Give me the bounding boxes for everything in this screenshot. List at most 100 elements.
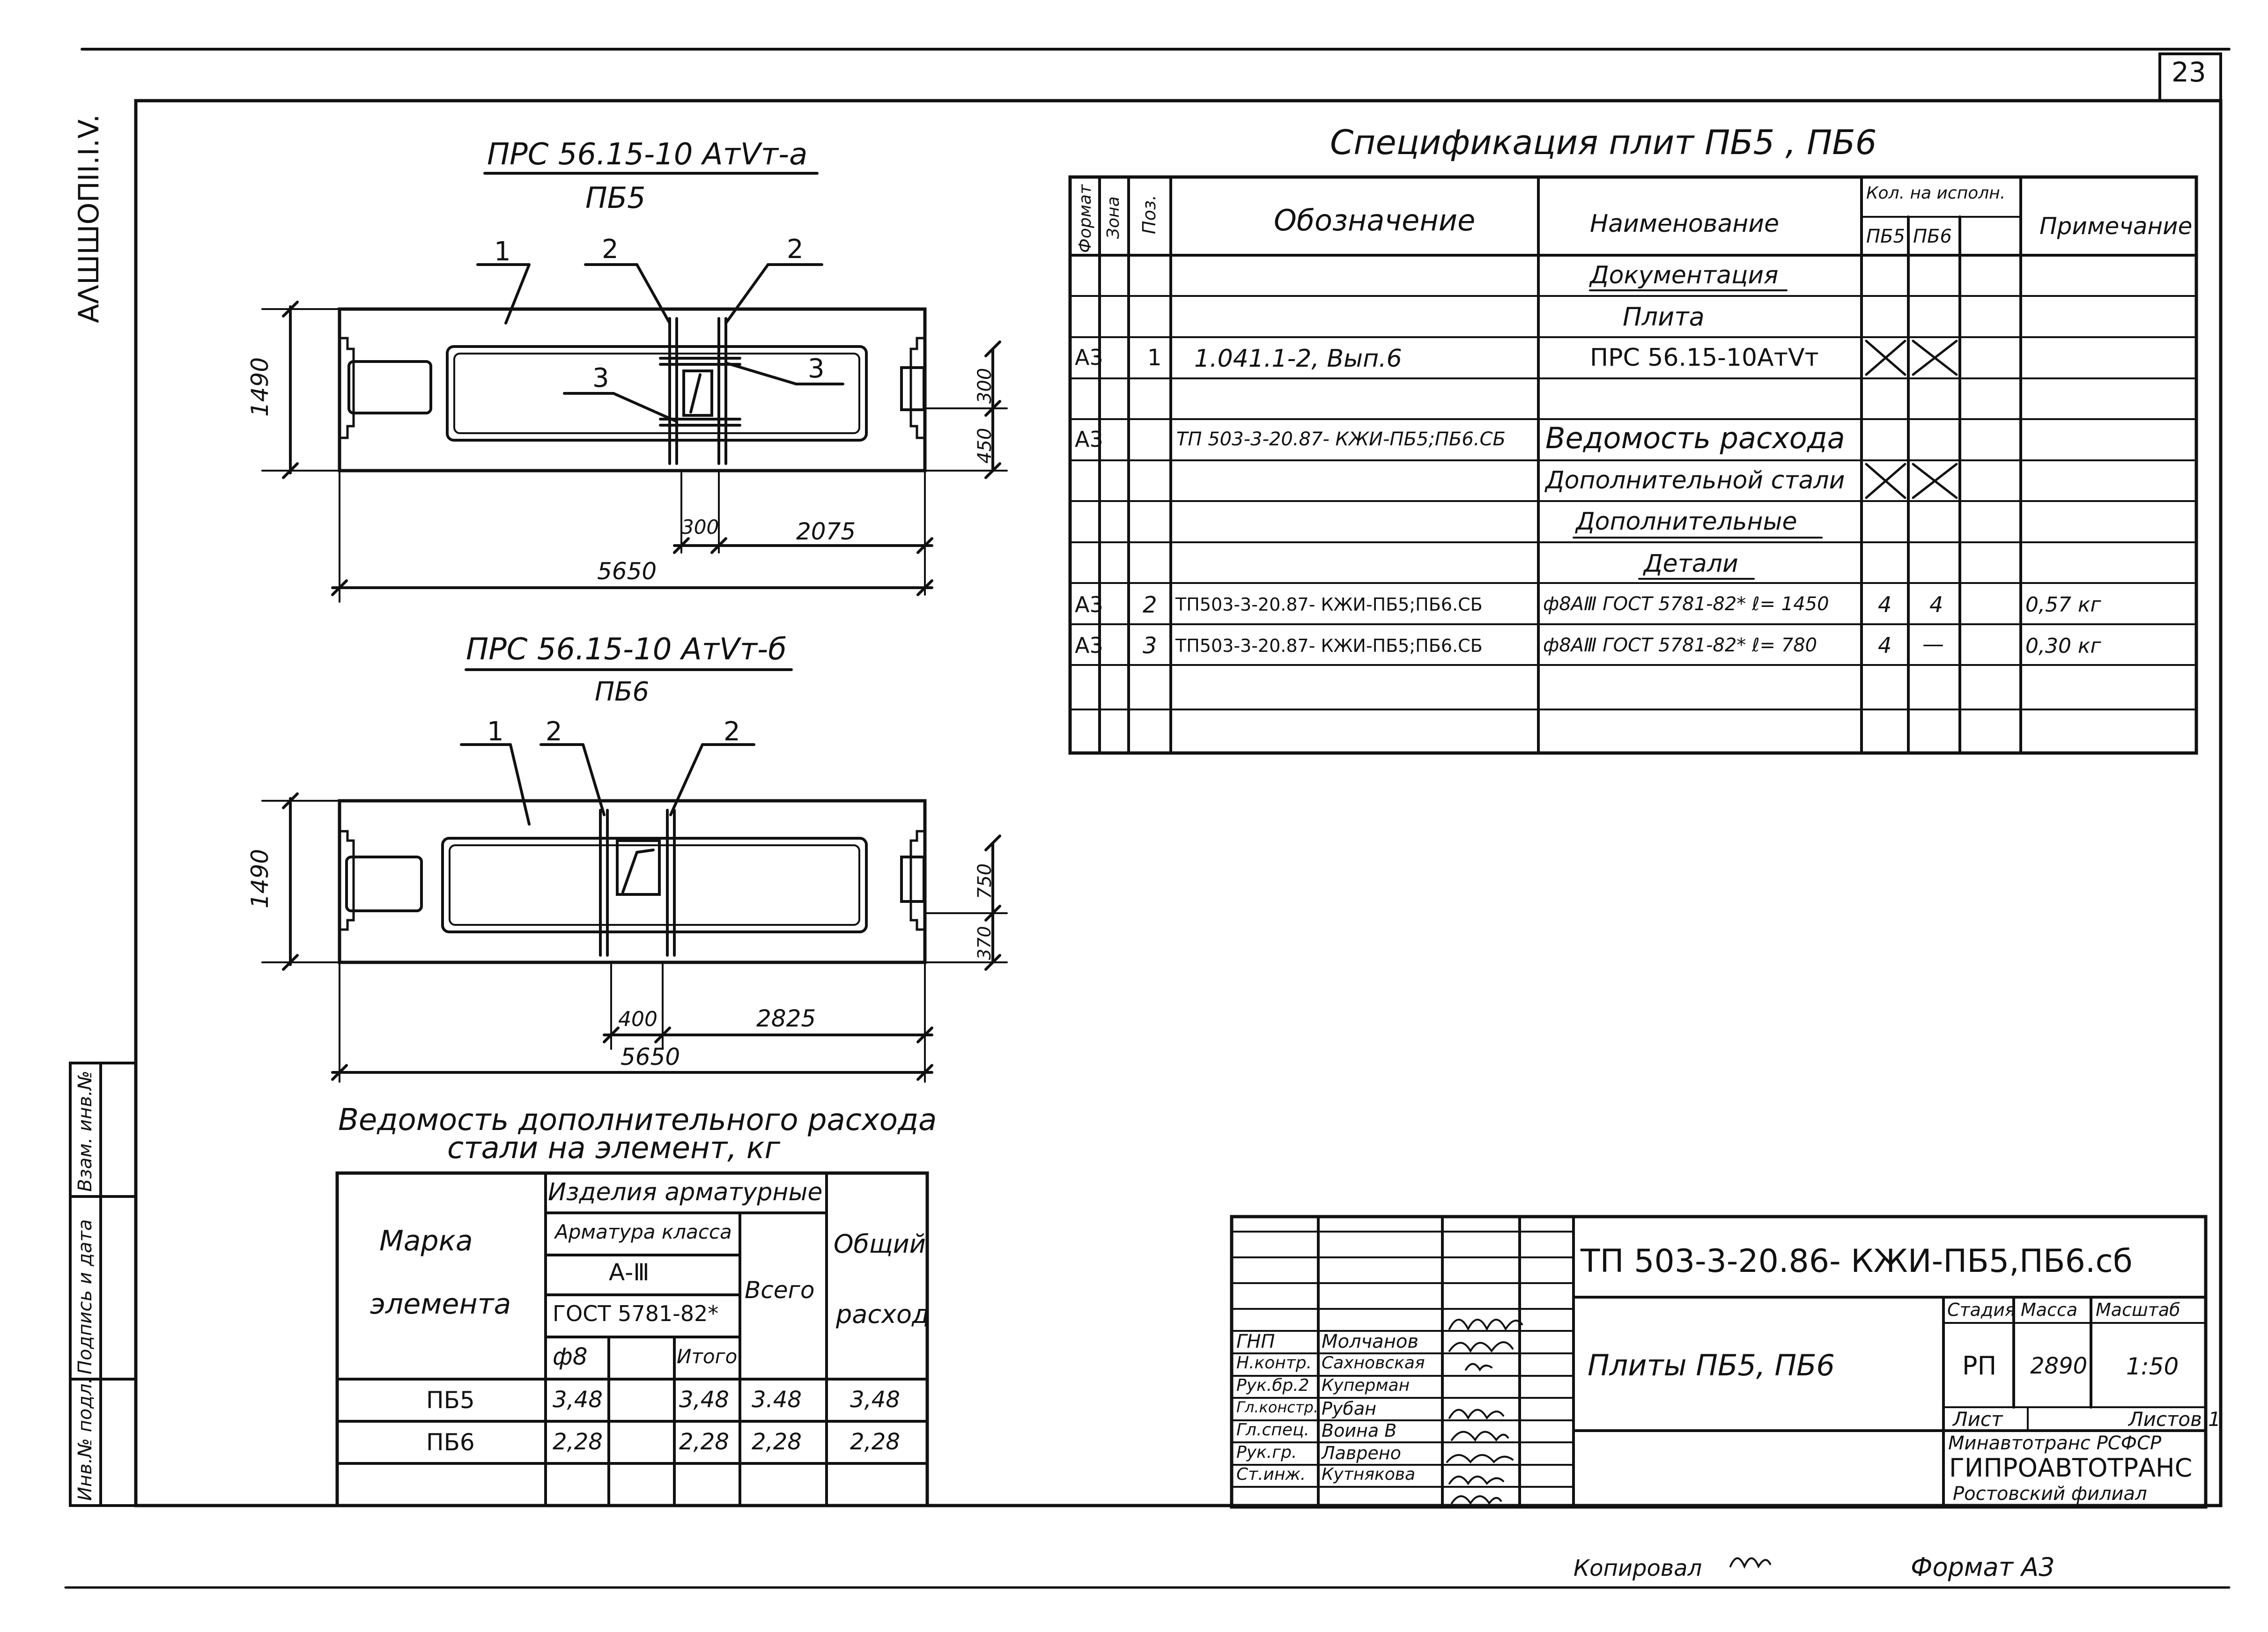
spec-row-9-note: 0,57 кг: [2025, 593, 2101, 617]
stamp-name-5: Воина В: [1322, 1420, 1397, 1441]
pb6-callout-2-left: 2: [546, 716, 562, 747]
spec-row-9-format: А3: [1075, 592, 1103, 617]
page-number: 23: [2172, 56, 2206, 88]
stamp-org-ministry: Минавтотранс РСФСР: [1948, 1433, 2162, 1454]
steel-header-class: Арматура класса: [555, 1220, 732, 1243]
spec-row-5-designation: ТП 503-3-20.87- КЖИ-ПБ5;ПБ6.СБ: [1176, 428, 1506, 450]
pb5-callout-3-right: 3: [808, 354, 825, 384]
steel-row-1-itogo: 3,48: [679, 1387, 729, 1413]
spec-row-9-designation: ТП503-3-20.87- КЖИ-ПБ5;ПБ6.СБ: [1175, 594, 1483, 615]
pb6-dim-right-bottom: 370: [974, 926, 995, 960]
spec-row-10-name: ф8АⅢ ГОСТ 5781-82* ℓ= 780: [1543, 635, 1817, 656]
spec-row-3-pos: 1: [1147, 345, 1162, 371]
spec-table-grid: [1068, 175, 2198, 755]
spec-row-8-name: Детали: [1644, 550, 1738, 578]
stamp-document-code: ТП 503-3-20.86- КЖИ-ПБ5,ПБ6.сб: [1581, 1243, 2133, 1280]
stamp-sheets-label: Листов 1: [2128, 1408, 2221, 1431]
stamp-name-7: Кутнякова: [1322, 1465, 1416, 1484]
steel-header-products: Изделия арматурные: [548, 1178, 823, 1206]
spec-header-qty-pb6: ПБ6: [1913, 226, 1952, 247]
stamp-role-4: Гл.констр.: [1236, 1398, 1318, 1416]
steel-row-2-vsego: 2,28: [752, 1429, 802, 1455]
signature-scribbles: [1446, 1319, 1771, 1569]
pb5-callout-2-right: 2: [787, 234, 804, 265]
pb5-drawing-subtitle: ПБ5: [585, 181, 646, 215]
pb5-callout-2-left: 2: [602, 234, 619, 265]
slab-pb5-drawing: [261, 172, 1008, 603]
steel-header-mark-2: элемента: [370, 1288, 511, 1321]
spec-row-10-designation: ТП503-3-20.87- КЖИ-ПБ5;ПБ6.СБ: [1175, 635, 1483, 656]
pb6-callout-2-right: 2: [724, 716, 740, 747]
spec-header-pos: Поз.: [1139, 194, 1160, 234]
pb6-dim-2825: 2825: [756, 1005, 816, 1032]
pb5-dim-height: 1490: [246, 357, 273, 417]
spec-header-note: Примечание: [2039, 213, 2193, 240]
steel-row-2-phi: 2,28: [553, 1429, 603, 1455]
pb6-dim-400: 400: [618, 1007, 657, 1031]
stamp-name-2: Сахновская: [1322, 1353, 1425, 1373]
spec-row-9-qty-pb6: 4: [1929, 592, 1943, 617]
steel-header-total-2: расход: [836, 1300, 930, 1329]
steel-row-1-vsego: 3.48: [752, 1387, 802, 1413]
stamp-org-name: ГИПРОАВТОТРАНС: [1949, 1453, 2193, 1483]
spec-header-designation: Обозначение: [1274, 203, 1476, 237]
stamp-role-6: Рук.гр.: [1236, 1443, 1297, 1462]
spec-row-2-name: Плита: [1623, 302, 1705, 332]
pb6-drawing-title: ПРС 56.15-10 АтⅤт-б: [466, 632, 787, 667]
steel-title-line2: стали на элемент, кг: [447, 1131, 781, 1166]
stamp-name-1: Молчанов: [1322, 1331, 1418, 1352]
spec-row-1-name: Документация: [1590, 261, 1779, 289]
steel-header-mark-1: Марка: [379, 1225, 473, 1257]
stamp-role-3: Рук.бр.2: [1236, 1376, 1309, 1395]
pb5-callout-1: 1: [494, 236, 511, 267]
pb6-dim-length: 5650: [621, 1043, 680, 1071]
spec-row-6-name: Дополнительной стали: [1545, 466, 1845, 495]
pb6-dim-right-top: 750: [974, 863, 996, 899]
steel-header-total-1: Общий: [834, 1229, 926, 1259]
spec-header-zone: Зона: [1104, 196, 1123, 239]
stamp-mass-label: Масса: [2021, 1300, 2078, 1320]
stamp-role-7: Ст.инж.: [1236, 1465, 1306, 1484]
steel-header-vsego: Всего: [745, 1277, 815, 1304]
steel-header-phi: ф8: [553, 1343, 588, 1370]
stamp-mass: 2890: [2030, 1353, 2088, 1379]
left-vertical-code: ΑΛШШΟΠΙΙ.Ι.V.: [73, 114, 105, 323]
spec-header-qty: Кол. на исполн.: [1866, 184, 2006, 203]
footer-format: Формат А3: [1911, 1552, 2055, 1582]
spec-row-3-designation: 1.041.1-2, Вып.6: [1194, 345, 1402, 373]
steel-title-line1: Ведомость дополнительного расхода: [338, 1103, 937, 1137]
stamp-sheet-label: Лист: [1953, 1408, 2003, 1431]
stamp-org-branch: Ростовский филиал: [1953, 1483, 2147, 1505]
pb5-callout-3-left: 3: [592, 363, 609, 393]
margin-inv-podl: Инв.№ подл.: [74, 1377, 96, 1501]
stamp-name-6: Лаврено: [1322, 1443, 1401, 1463]
steel-header-gost: ГОСТ 5781-82*: [553, 1301, 719, 1326]
pb6-callout-1: 1: [487, 716, 504, 747]
footer-copied-by: Копировал: [1574, 1555, 1702, 1581]
spec-header-qty-pb5: ПБ5: [1866, 226, 1905, 247]
margin-vzam-inv: Взам. инв.№: [74, 1071, 96, 1192]
spec-row-10-qty-pb6: —: [1922, 631, 1944, 657]
steel-header-grade: А-Ⅲ: [609, 1259, 650, 1286]
spec-row-9-pos: 2: [1143, 592, 1157, 618]
stamp-stage: РП: [1962, 1351, 1997, 1381]
steel-table-grid: [335, 1171, 929, 1507]
stamp-role-1: ГНП: [1236, 1331, 1275, 1352]
stamp-scale: 1:50: [2126, 1353, 2179, 1380]
spec-row-10-qty-pb5: 4: [1878, 633, 1892, 658]
steel-row-1-total: 3,48: [850, 1387, 900, 1413]
spec-header-format: Формат: [1076, 184, 1095, 253]
pb5-dim-300: 300: [681, 516, 719, 539]
steel-row-1-phi: 3,48: [553, 1387, 603, 1413]
steel-row-2-total: 2,28: [850, 1429, 900, 1455]
spec-header-name: Наименование: [1590, 210, 1780, 238]
spec-row-3-format: А3: [1075, 345, 1103, 370]
stamp-name-4: Рубан: [1322, 1398, 1376, 1419]
stamp-scale-label: Масштаб: [2096, 1300, 2180, 1320]
pb5-drawing-title: ПРС 56.15-10 АтⅤт-а: [487, 137, 808, 172]
stamp-title: Плиты ПБ5, ПБ6: [1588, 1348, 1835, 1382]
steel-row-2-mark: ПБ6: [426, 1429, 475, 1456]
stamp-stage-label: Стадия: [1947, 1300, 2016, 1320]
spec-title: Спецификация плит ПБ5 , ПБ6: [1330, 123, 1877, 162]
